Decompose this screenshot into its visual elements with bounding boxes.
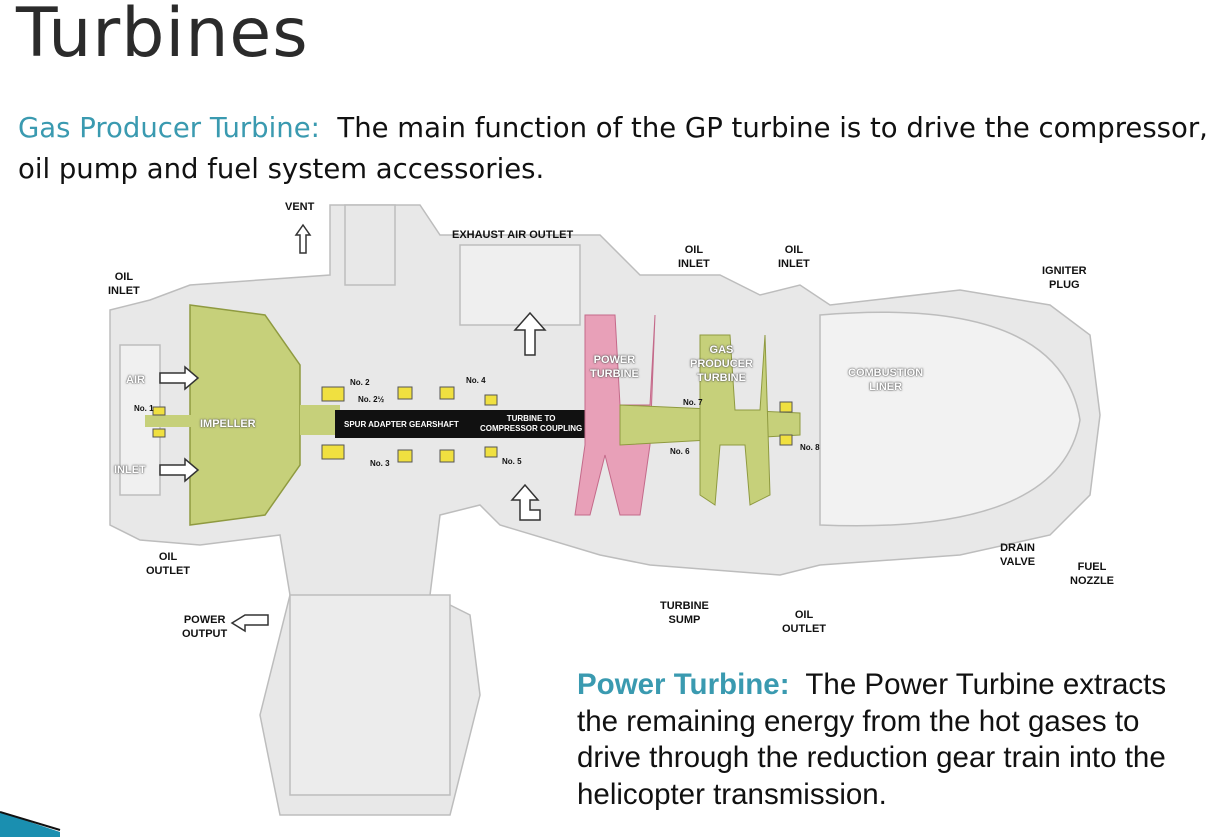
power-turbine-description: Power Turbine: The Power Turbine extract… bbox=[577, 667, 1211, 813]
gas-producer-description: Gas Producer Turbine: The main function … bbox=[18, 108, 1208, 190]
label-bearing-no7: No. 7 bbox=[683, 398, 703, 407]
label-bearing-no8: No. 8 bbox=[800, 443, 820, 452]
label-bearing-no4: No. 4 bbox=[466, 376, 486, 385]
engine-cutaway-drawing bbox=[109, 204, 1101, 816]
gas-producer-heading: Gas Producer Turbine: bbox=[18, 112, 320, 144]
label-bearing-no2: No. 2 bbox=[350, 378, 370, 387]
impeller-shape bbox=[189, 304, 301, 526]
label-air: AIR bbox=[126, 374, 145, 386]
power-turbine-heading: Power Turbine: bbox=[577, 668, 790, 701]
label-bearing-no3: No. 3 bbox=[370, 459, 390, 468]
label-spur-adapter-gearshaft: SPUR ADAPTER GEARSHAFT bbox=[342, 420, 461, 430]
label-impeller: IMPELLER bbox=[200, 418, 256, 430]
power-turbine-body: The Power Turbine extracts the remaining… bbox=[577, 668, 1167, 811]
label-exhaust-air-outlet: EXHAUST AIR OUTLET bbox=[452, 229, 574, 241]
slide-title: Turbines bbox=[16, 0, 309, 73]
gas-producer-body: The main function of the GP turbine is t… bbox=[18, 112, 1208, 185]
label-bearing-no5: No. 5 bbox=[502, 457, 522, 466]
gp-turbine-shape bbox=[699, 334, 771, 506]
label-inlet: INLET bbox=[114, 464, 146, 476]
label-vent: VENT bbox=[285, 201, 315, 213]
label-bearing-no1: No. 1 bbox=[134, 404, 154, 413]
label-bearing-no2-half: No. 2½ bbox=[358, 395, 385, 404]
label-bearing-no6: No. 6 bbox=[670, 447, 690, 456]
